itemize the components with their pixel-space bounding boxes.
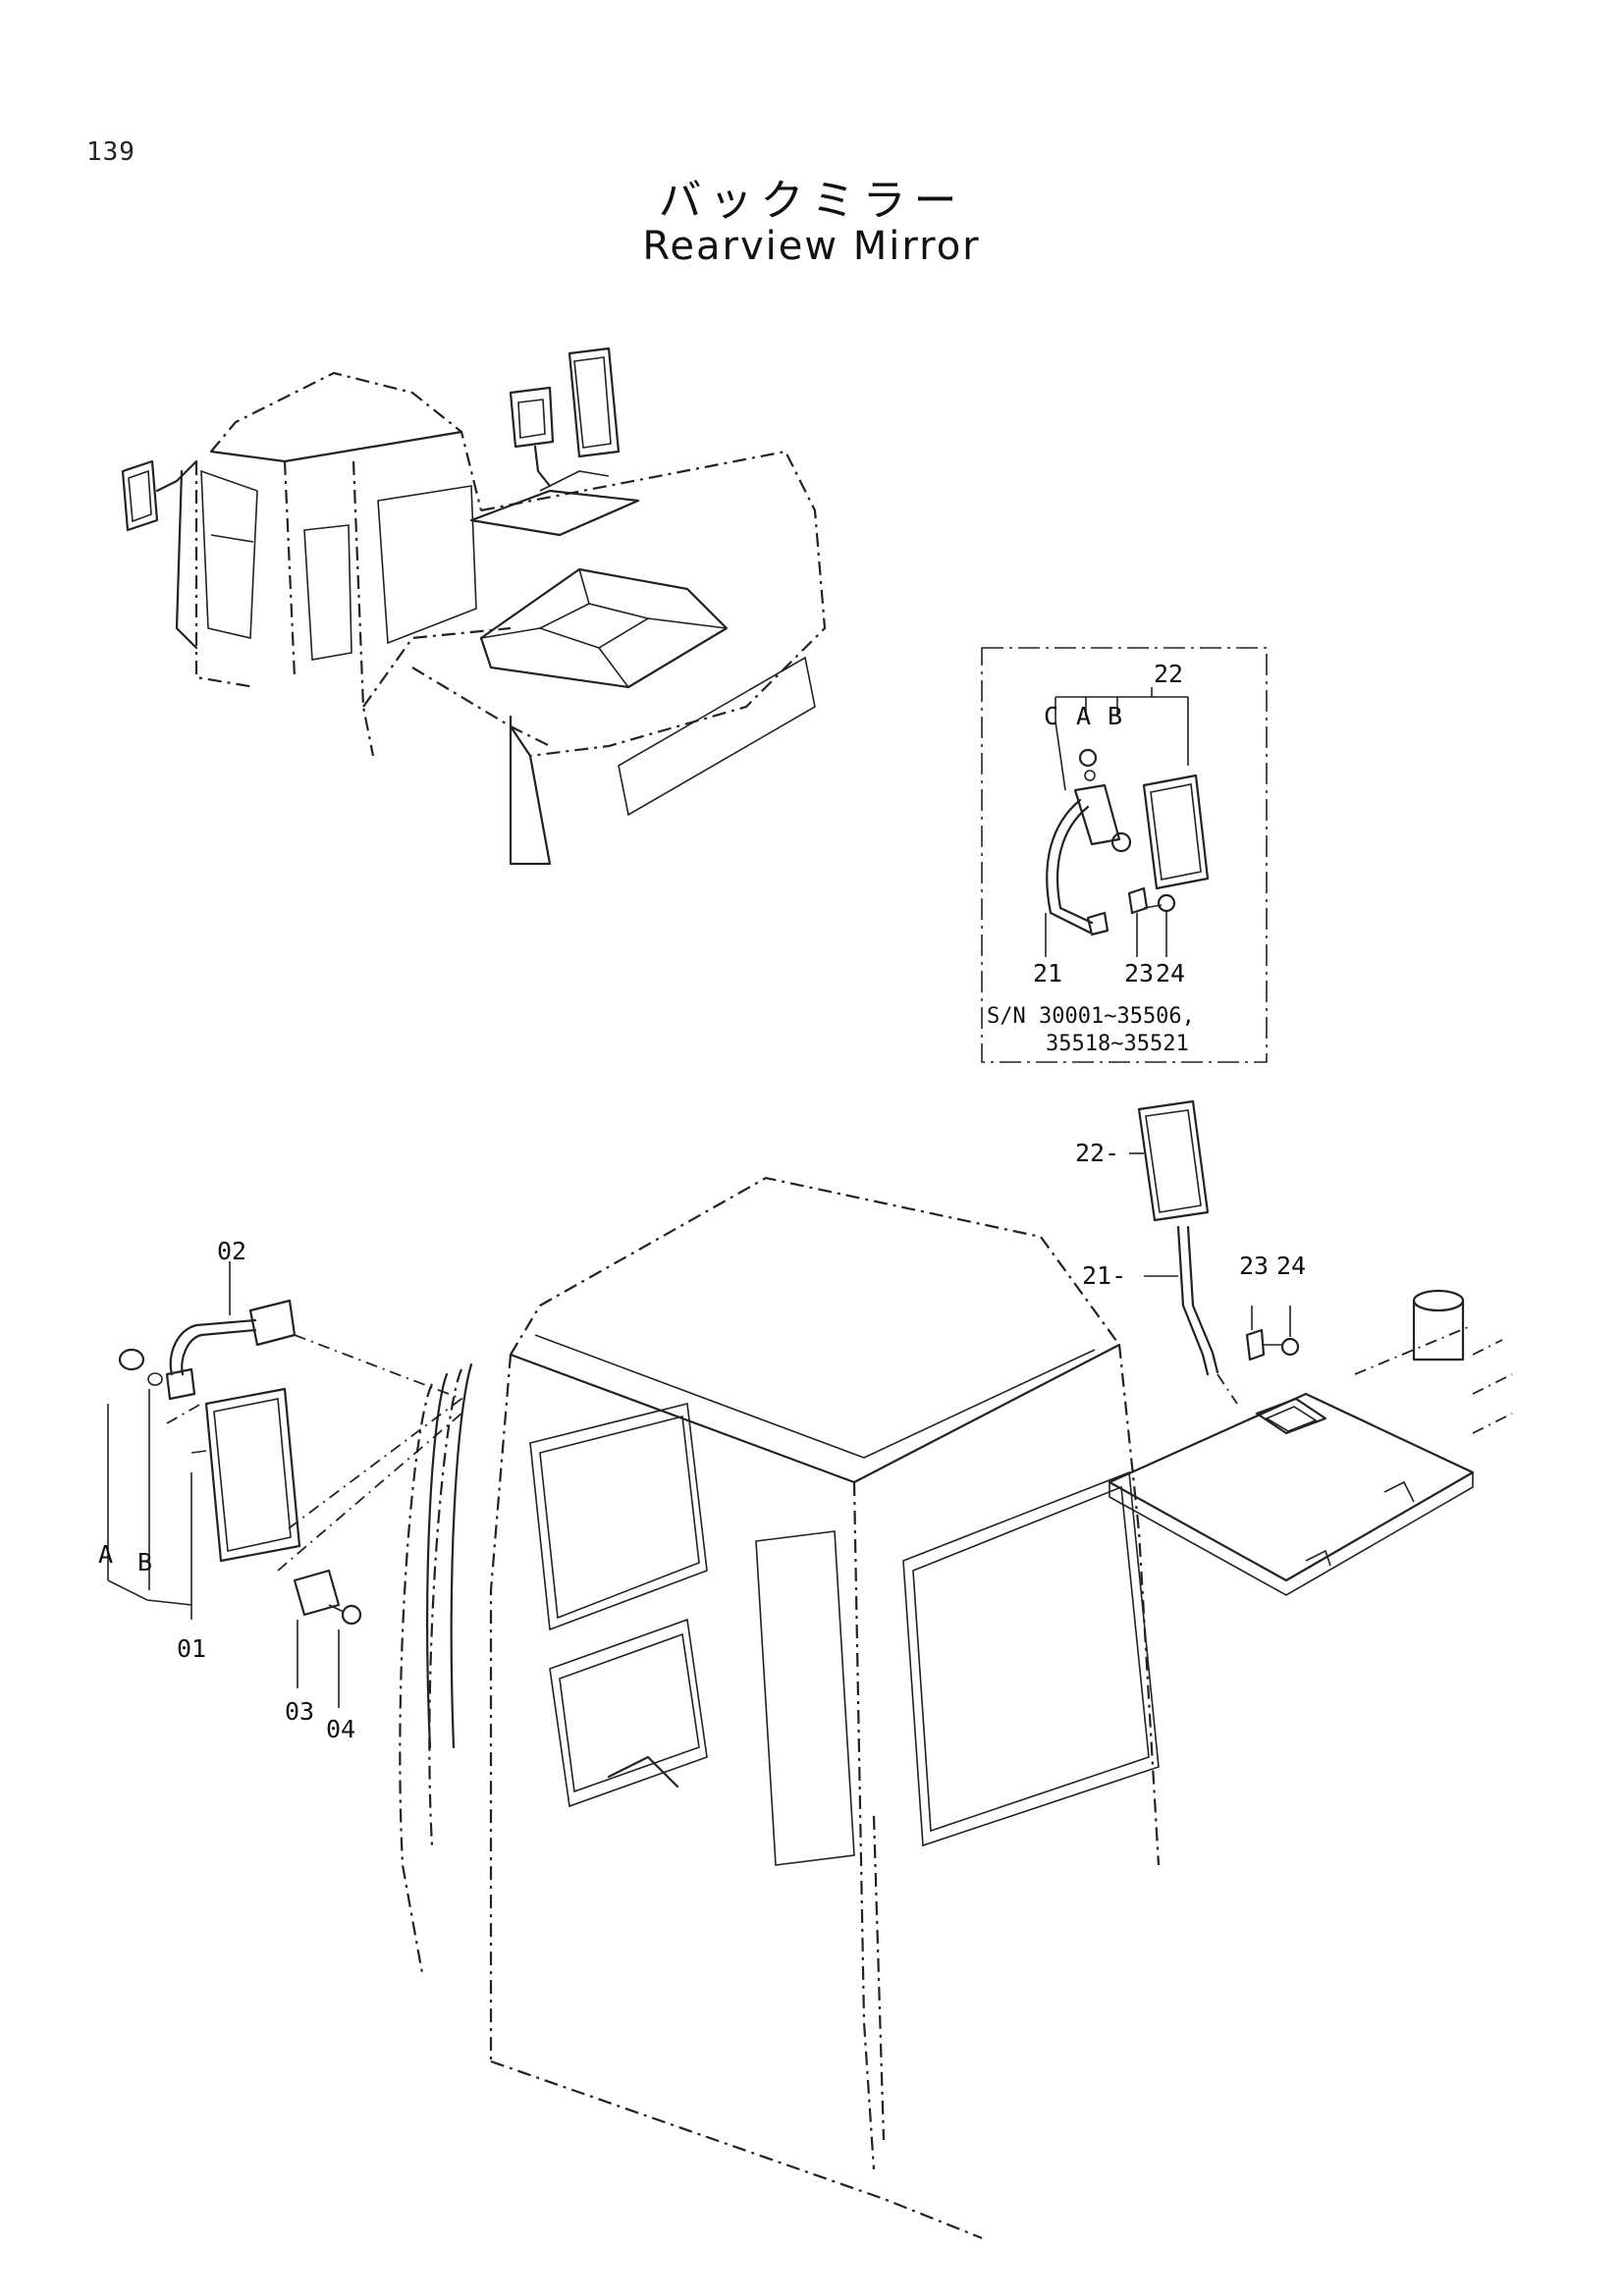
main-label-22: 22- [1075, 1139, 1119, 1167]
detail-label-b: B [137, 1548, 152, 1576]
inset-label-24: 24 [1156, 959, 1185, 988]
main-label-24: 24 [1276, 1252, 1306, 1280]
page-title-english: Rearview Mirror [642, 224, 981, 269]
detail-label-02: 02 [217, 1237, 246, 1265]
inset-detail-frame [981, 647, 1268, 1063]
inset-label-c: C [1044, 702, 1058, 730]
inset-label-b: B [1108, 702, 1122, 730]
main-label-21: 21- [1082, 1261, 1126, 1290]
deck-right-mirror-drawing [1108, 1099, 1513, 1596]
detail-label-04: 04 [326, 1715, 355, 1743]
main-callouts: 22- 21- 23 24 [1075, 1139, 1306, 1290]
excavator-overview-drawing [121, 347, 827, 866]
detail-label-01: 01 [177, 1634, 206, 1663]
inset-label-a: A [1076, 702, 1091, 730]
inset-label-22: 22 [1154, 660, 1183, 688]
left-mirror-detail-drawing [107, 1261, 463, 1708]
inset-serial-range-line1: S/N 30001~35506, [987, 1004, 1195, 1029]
detail-label-03: 03 [285, 1697, 314, 1726]
page-number: 139 [86, 137, 135, 167]
inset-callouts: 22 C A B 21 23 24 S/N 30001~35506, 35518… [987, 660, 1195, 1056]
inset-parts-drawing [1045, 687, 1210, 957]
left-detail-callouts: 02 A B 01 03 04 [98, 1237, 355, 1743]
detail-label-a: A [98, 1540, 113, 1569]
page-title-japanese: バックミラー [658, 176, 965, 226]
inset-serial-range-line2: 35518~35521 [1046, 1032, 1189, 1056]
cab-main-drawing [399, 1176, 1161, 2240]
inset-label-21: 21 [1033, 959, 1062, 988]
inset-label-23: 23 [1124, 959, 1154, 988]
main-label-23: 23 [1239, 1252, 1269, 1280]
